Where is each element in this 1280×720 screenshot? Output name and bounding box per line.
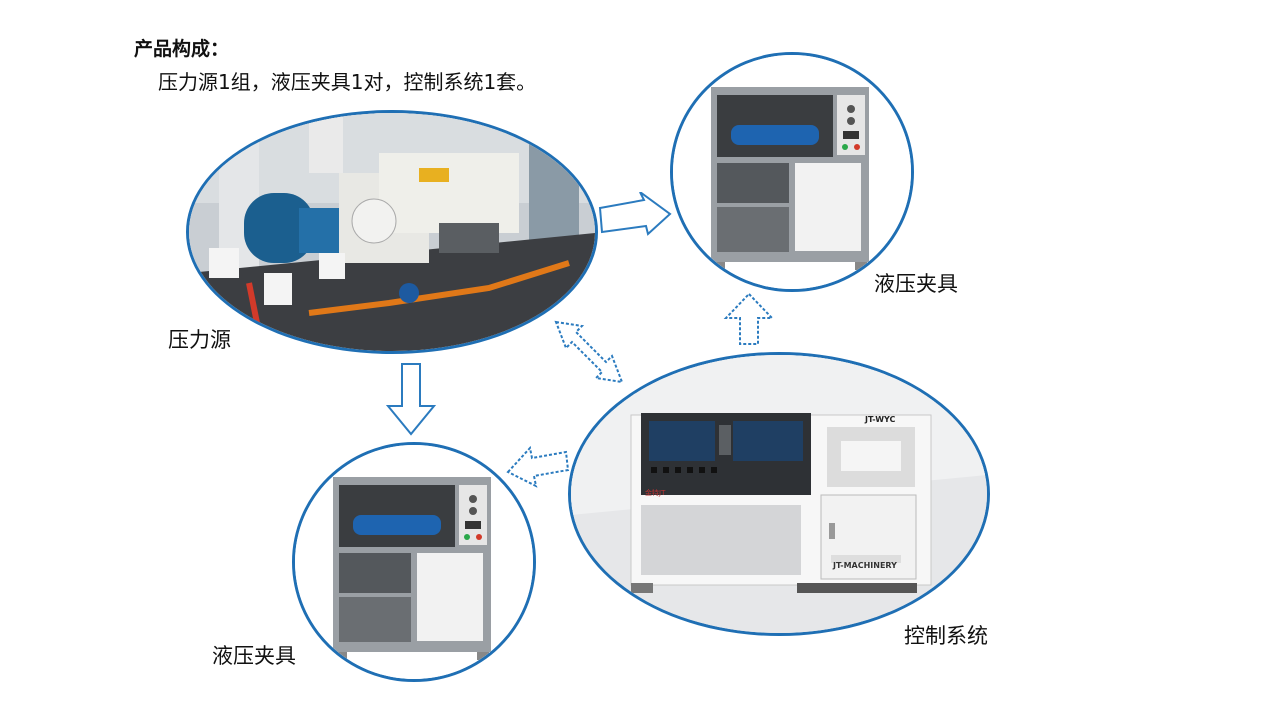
hydraulic-fixture-bottom-photo xyxy=(292,442,536,682)
section-subtitle: 压力源1组，液压夹具1对，控制系统1套。 xyxy=(158,70,537,94)
fixture-bottom-label: 液压夹具 xyxy=(212,644,296,668)
arrow-down-icon xyxy=(386,363,437,436)
pressure-source-photo xyxy=(186,110,598,354)
arrow-left-dotted-icon xyxy=(506,445,570,488)
fixture-top-label: 液压夹具 xyxy=(874,272,958,296)
brand-plate: JT-MACHINERY xyxy=(833,561,897,570)
double-arrow-dotted-icon xyxy=(554,320,624,384)
arrow-up-dotted-icon xyxy=(723,292,775,345)
pressure-source-label: 压力源 xyxy=(168,328,231,352)
control-system-photo: JT-WYC JT-MACHINERY 金特JT xyxy=(568,352,990,636)
arrow-right-icon xyxy=(598,192,672,236)
model-badge: JT-WYC xyxy=(865,415,896,424)
section-heading: 产品构成： xyxy=(134,38,230,60)
panel-logo: 金特JT xyxy=(645,489,666,497)
hydraulic-fixture-top-photo xyxy=(670,52,914,292)
control-system-label: 控制系统 xyxy=(904,624,988,648)
